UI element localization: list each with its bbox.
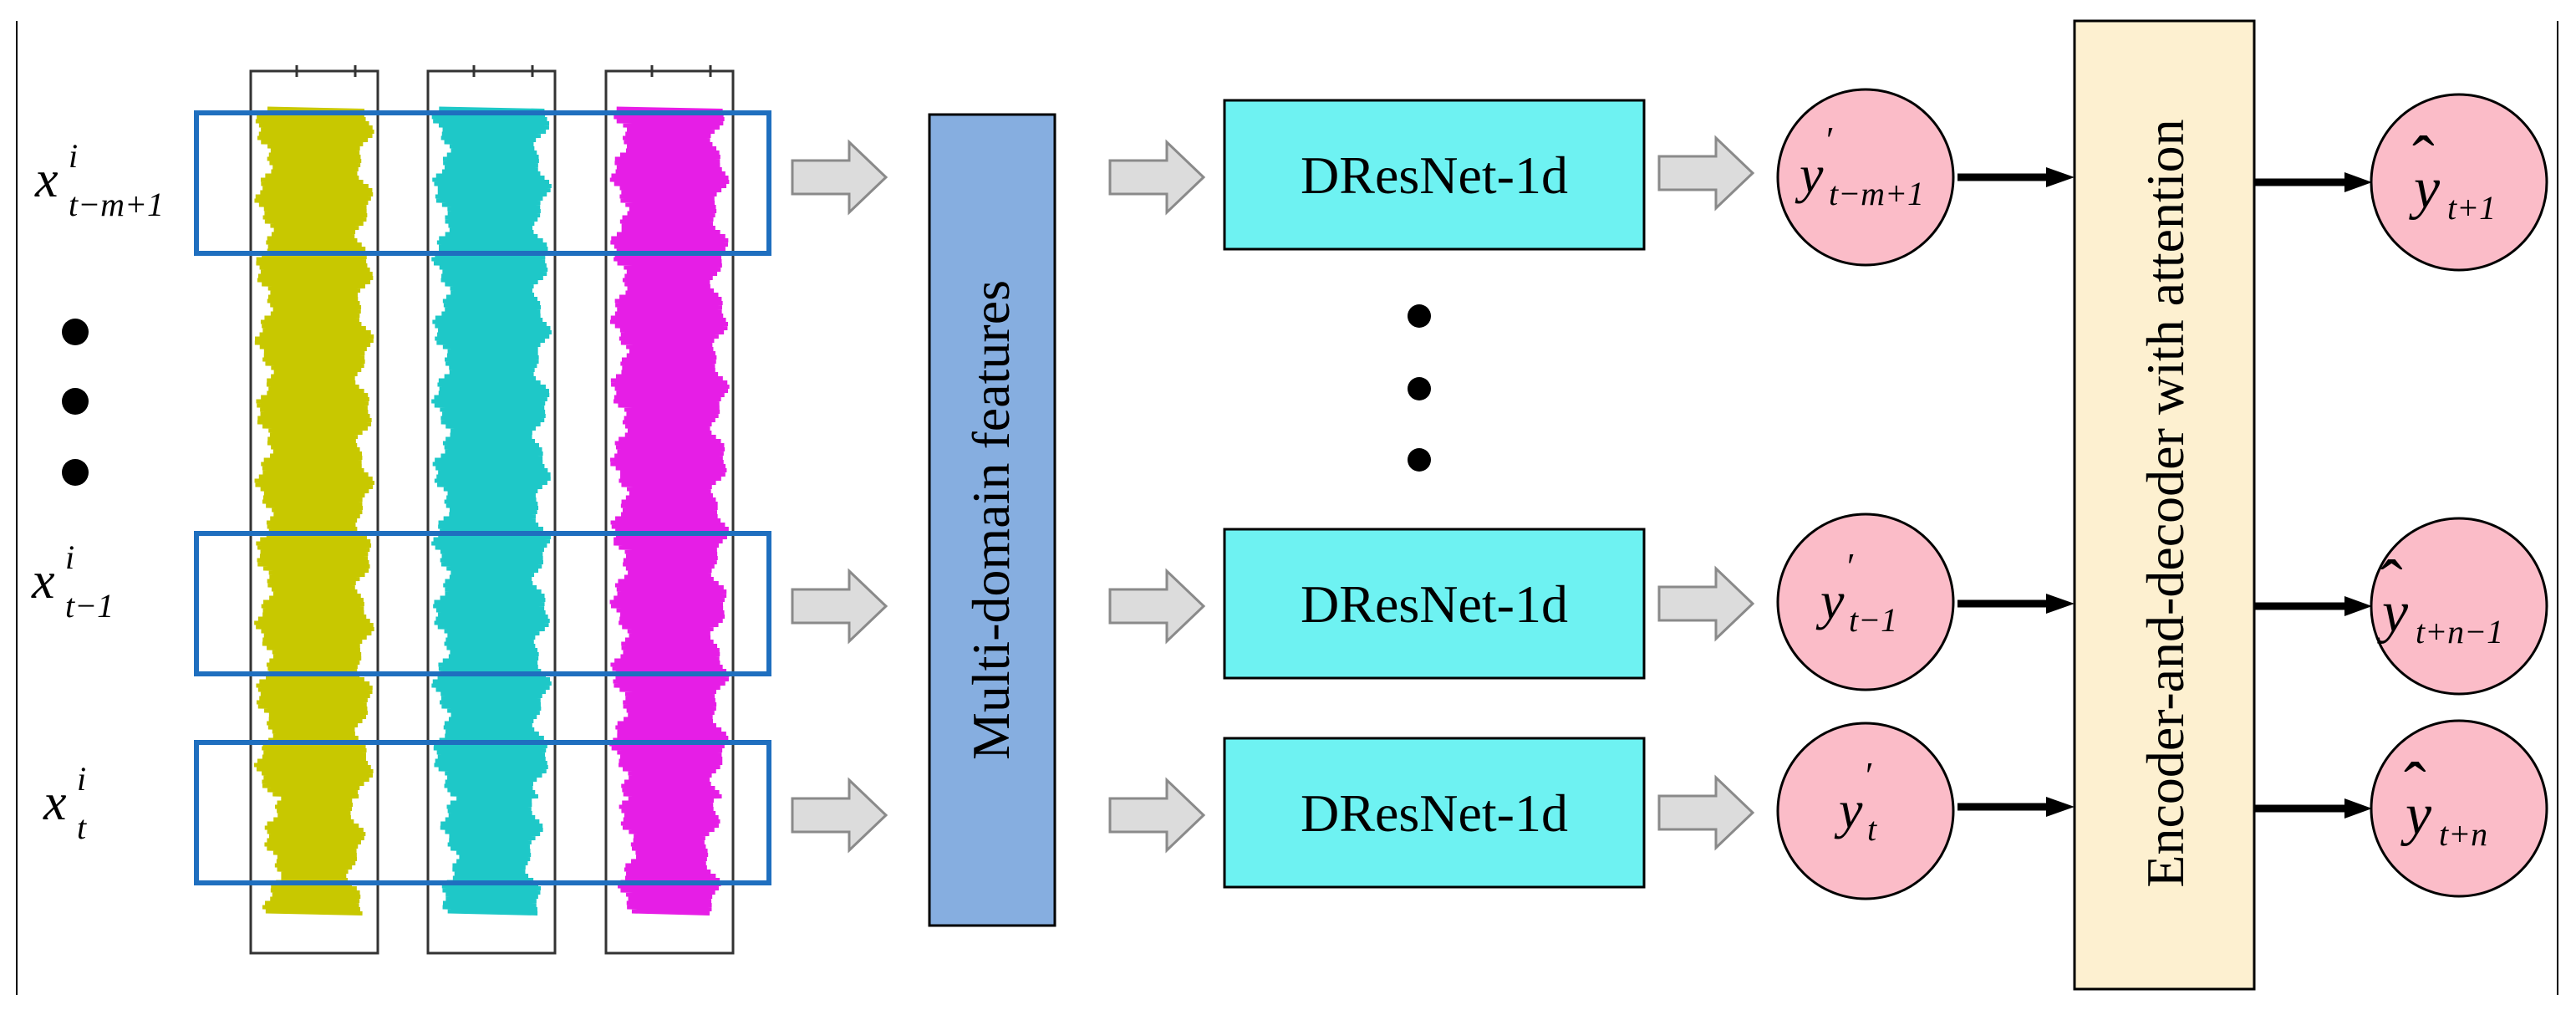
node-prime: ′ — [1847, 546, 1856, 587]
node-circle — [2370, 719, 2548, 898]
dresnet-rect — [1223, 99, 1646, 251]
dresnet-label: DResNet-1d — [1301, 574, 1568, 634]
input-3-sup: i — [77, 760, 86, 798]
signal-panels — [249, 65, 735, 955]
node-sub: t+n−1 — [2416, 613, 2503, 650]
block-arrow-icon — [791, 139, 888, 216]
signal-traces — [253, 65, 730, 916]
node-base: y — [1834, 780, 1863, 839]
feature-box-rect — [928, 113, 1056, 927]
intermediate-node-1: y ′ t−m+1 — [1776, 88, 1955, 267]
node-hat: ˆ — [2412, 124, 2435, 197]
node-circle — [1776, 722, 1955, 900]
dresnet-block-3: DResNet-1d — [1223, 737, 1646, 889]
ellipsis-dot — [62, 319, 89, 345]
signal-panel-3 — [604, 69, 735, 955]
arrow-head-icon — [2344, 596, 2372, 616]
input-3-base: x — [43, 774, 67, 831]
input-3-sub: t — [77, 808, 87, 846]
ellipsis-inputs — [62, 319, 89, 486]
intermediate-node-3: y ′ t — [1776, 722, 1955, 900]
block-arrow-icon — [1657, 565, 1755, 642]
node-sub: t−1 — [1849, 601, 1897, 639]
prediction-node-3: y ˆ t+n — [2370, 719, 2548, 898]
block-arrow-icon — [791, 777, 888, 854]
arrow-head-icon — [2046, 167, 2075, 187]
multi-domain-features-box: Multi-domain features — [928, 113, 1056, 927]
signal-trace-1 — [253, 106, 375, 916]
block-arrows — [791, 135, 1755, 854]
node-base: y — [2377, 580, 2409, 645]
node-sub: t — [1867, 810, 1877, 848]
dresnet-rect — [1223, 737, 1646, 889]
intermediate-node-2: y ′ t−1 — [1776, 513, 1955, 691]
ellipsis-dot — [62, 388, 89, 415]
node-hat: ˆ — [2380, 548, 2403, 621]
node-circle — [2370, 517, 2548, 696]
input-2-base: x — [31, 553, 55, 610]
window-rect-1 — [194, 110, 771, 256]
window-rect-3 — [194, 740, 771, 885]
ellipsis-dot — [62, 459, 89, 486]
prediction-node-2: y ˆ t+n−1 — [2370, 517, 2548, 696]
prediction-node-1: y ˆ t+1 — [2370, 93, 2548, 272]
signal-panel-2 — [426, 69, 557, 955]
node-sub: t+n — [2439, 815, 2487, 853]
ellipsis-dot — [1408, 304, 1431, 328]
node-sub: t+1 — [2447, 189, 2496, 227]
node-base: y — [1815, 571, 1845, 630]
arrow-head-icon — [2046, 594, 2075, 614]
node-base: y — [2400, 783, 2432, 847]
signal-trace-3 — [609, 106, 730, 916]
input-label-2: x i t−1 — [31, 538, 114, 625]
attention-box-label: Encoder-and-decoder with attention — [2136, 119, 2195, 887]
connector-arrows — [1957, 167, 2372, 819]
attention-box-rect — [2073, 19, 2256, 991]
node-base: y — [2409, 156, 2441, 221]
ellipsis-dot — [1408, 448, 1431, 472]
input-1-sub: t−m+1 — [69, 186, 164, 223]
block-arrow-icon — [1108, 568, 1206, 645]
input-1-sup: i — [69, 137, 78, 175]
dresnet-label: DResNet-1d — [1301, 145, 1568, 205]
node-circle — [1776, 88, 1955, 267]
node-circle — [1776, 513, 1955, 691]
input-2-sub: t−1 — [65, 587, 114, 625]
dresnet-block-1: DResNet-1d — [1223, 99, 1646, 251]
encoder-decoder-box: Encoder-and-decoder with attention — [2073, 19, 2256, 991]
window-rect-2 — [194, 531, 771, 676]
dresnet-rect — [1223, 528, 1646, 680]
block-arrow-icon — [1657, 135, 1755, 212]
dresnet-label: DResNet-1d — [1301, 783, 1568, 843]
signal-trace-2 — [431, 106, 552, 916]
input-label-3: x i t — [43, 760, 87, 846]
node-prime: ′ — [1866, 755, 1874, 796]
block-arrow-icon — [791, 568, 888, 645]
sliding-windows — [194, 110, 771, 885]
input-1-base: x — [34, 151, 59, 208]
node-hat: ˆ — [2404, 750, 2426, 824]
ellipsis-dot — [1408, 377, 1431, 400]
block-arrow-icon — [1108, 139, 1206, 216]
signal-panel-1 — [249, 69, 379, 955]
block-arrow-icon — [1108, 777, 1206, 854]
arrow-head-icon — [2344, 798, 2372, 819]
arrow-head-icon — [2046, 797, 2075, 817]
arrow-head-icon — [2344, 172, 2372, 192]
input-label-1: x i t−m+1 — [34, 137, 164, 223]
feature-box-label: Multi-domain features — [961, 280, 1021, 760]
input-2-sup: i — [65, 538, 74, 576]
dresnet-block-2: DResNet-1d — [1223, 528, 1646, 680]
block-arrow-icon — [1657, 774, 1755, 851]
ellipsis-dresnet — [1408, 304, 1431, 472]
node-circle — [2370, 93, 2548, 272]
node-prime: ′ — [1826, 120, 1835, 161]
node-base: y — [1795, 145, 1824, 204]
node-sub: t−m+1 — [1829, 175, 1924, 212]
